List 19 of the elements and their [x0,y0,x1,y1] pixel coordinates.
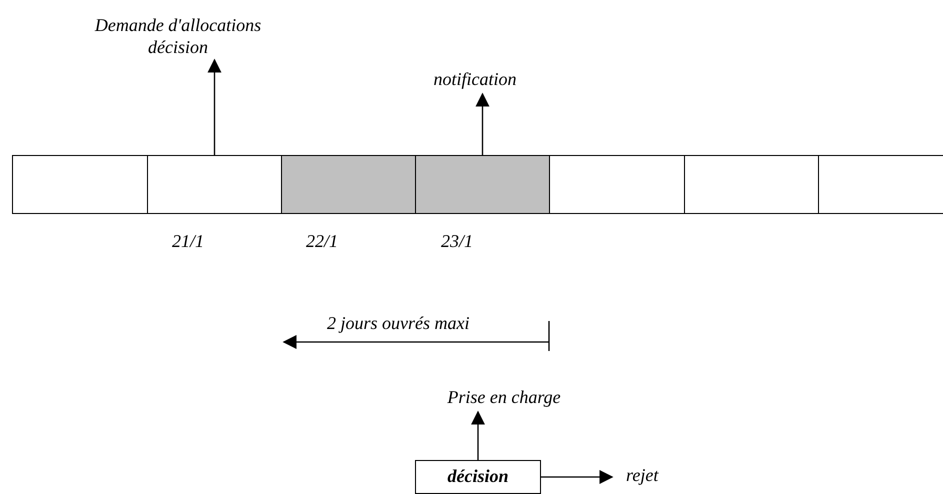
arrow [471,410,485,460]
timeline-cell [415,155,550,214]
annotation-text: rejet [626,464,676,488]
timeline-cell [818,155,943,214]
date-label: 21/1 [172,230,204,252]
timeline-cell [549,155,685,214]
annotation-text: Demande d'allocations décision [88,14,268,58]
arrow [208,58,222,155]
arrow [476,92,490,155]
timeline-cell [12,155,148,214]
decision-box: décision [415,460,541,494]
duration-label: 2 jours ouvrés maxi [327,312,470,334]
timeline-cell [684,155,819,214]
annotation-text: Prise en charge [428,386,580,410]
annotation-text: notification [410,68,540,92]
arrow [541,470,614,484]
timeline-cell [281,155,416,214]
date-label: 23/1 [441,230,474,252]
date-label: 22/1 [306,230,338,252]
